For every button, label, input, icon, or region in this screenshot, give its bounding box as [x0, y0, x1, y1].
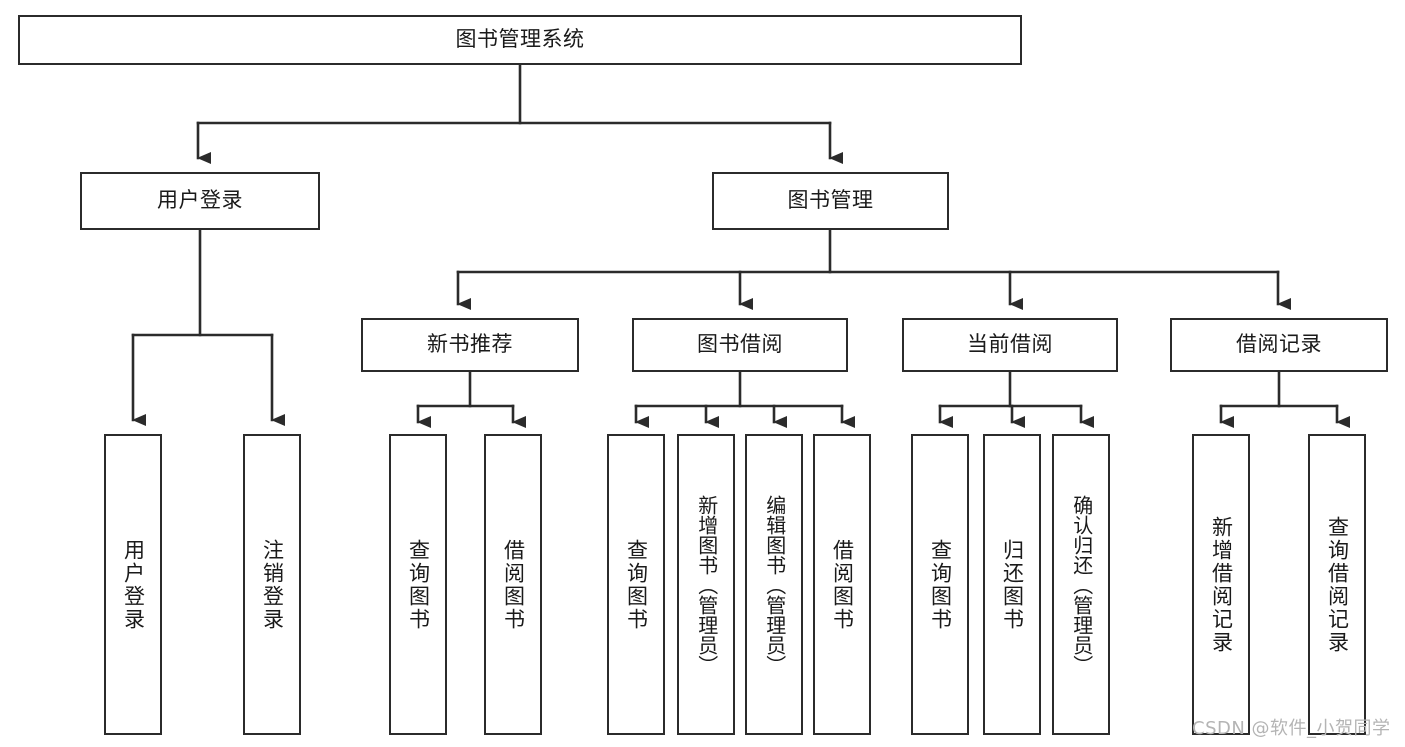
node-leaf-edit-book-label: 编辑图书（管理员）: [762, 494, 787, 675]
node-current-borrow[interactable]: 当前借阅: [902, 318, 1118, 372]
node-book-borrow[interactable]: 图书借阅: [632, 318, 848, 372]
node-leaf-add-borrow-record-label: 新增借阅记录: [1209, 515, 1234, 654]
node-leaf-query-book-current-label: 查询图书: [928, 538, 953, 631]
node-leaf-confirm-return[interactable]: 确认归还（管理员）: [1052, 434, 1110, 735]
node-leaf-return-book[interactable]: 归还图书: [983, 434, 1041, 735]
node-new-book-recommend[interactable]: 新书推荐: [361, 318, 579, 372]
edges-new-book-rec: [416, 370, 526, 428]
node-borrow-record[interactable]: 借阅记录: [1170, 318, 1388, 372]
edges-user-login: [131, 228, 285, 426]
edges-root: [196, 63, 843, 164]
node-leaf-edit-book[interactable]: 编辑图书（管理员）: [745, 434, 803, 735]
node-leaf-user-login[interactable]: 用户登录: [104, 434, 162, 735]
edges-borrow-record: [1219, 370, 1350, 428]
node-leaf-return-book-label: 归还图书: [1000, 538, 1025, 631]
node-leaf-query-borrow-record-label: 查询借阅记录: [1325, 515, 1350, 654]
node-leaf-query-book-label: 查询图书: [624, 538, 649, 631]
node-book-manage-label: 图书管理: [787, 188, 874, 213]
node-current-borrow-label: 当前借阅: [967, 332, 1053, 357]
node-borrow-record-label: 借阅记录: [1236, 332, 1322, 357]
edges-current-borrow: [938, 370, 1094, 428]
node-leaf-borrow-book-recommend-label: 借阅图书: [501, 538, 526, 631]
node-leaf-user-logout-label: 注销登录: [260, 538, 285, 631]
node-leaf-user-login-label: 用户登录: [121, 538, 146, 631]
node-leaf-borrow-book[interactable]: 借阅图书: [813, 434, 871, 735]
node-book-borrow-label: 图书借阅: [697, 332, 783, 357]
node-leaf-borrow-book-recommend[interactable]: 借阅图书: [484, 434, 542, 735]
node-new-book-recommend-label: 新书推荐: [427, 332, 513, 357]
node-leaf-query-book-recommend-label: 查询图书: [406, 538, 431, 631]
node-user-login[interactable]: 用户登录: [80, 172, 320, 230]
node-leaf-add-book-label: 新增图书（管理员）: [694, 494, 719, 675]
node-root[interactable]: 图书管理系统: [18, 15, 1022, 65]
node-leaf-borrow-book-label: 借阅图书: [830, 538, 855, 631]
node-leaf-query-book[interactable]: 查询图书: [607, 434, 665, 735]
node-leaf-query-book-recommend[interactable]: 查询图书: [389, 434, 447, 735]
node-root-label: 图书管理系统: [455, 27, 585, 52]
csdn-watermark: CSDN @软件_小贺同学: [1192, 718, 1391, 739]
node-leaf-query-book-current[interactable]: 查询图书: [911, 434, 969, 735]
node-leaf-add-book[interactable]: 新增图书（管理员）: [677, 434, 735, 735]
node-leaf-user-logout[interactable]: 注销登录: [243, 434, 301, 735]
node-book-manage[interactable]: 图书管理: [712, 172, 949, 230]
edges-book-borrow: [634, 370, 855, 428]
node-user-login-label: 用户登录: [157, 188, 243, 213]
node-leaf-add-borrow-record[interactable]: 新增借阅记录: [1192, 434, 1250, 735]
node-leaf-confirm-return-label: 确认归还（管理员）: [1069, 494, 1094, 675]
node-leaf-query-borrow-record[interactable]: 查询借阅记录: [1308, 434, 1366, 735]
edges-book-manage: [456, 228, 1291, 310]
